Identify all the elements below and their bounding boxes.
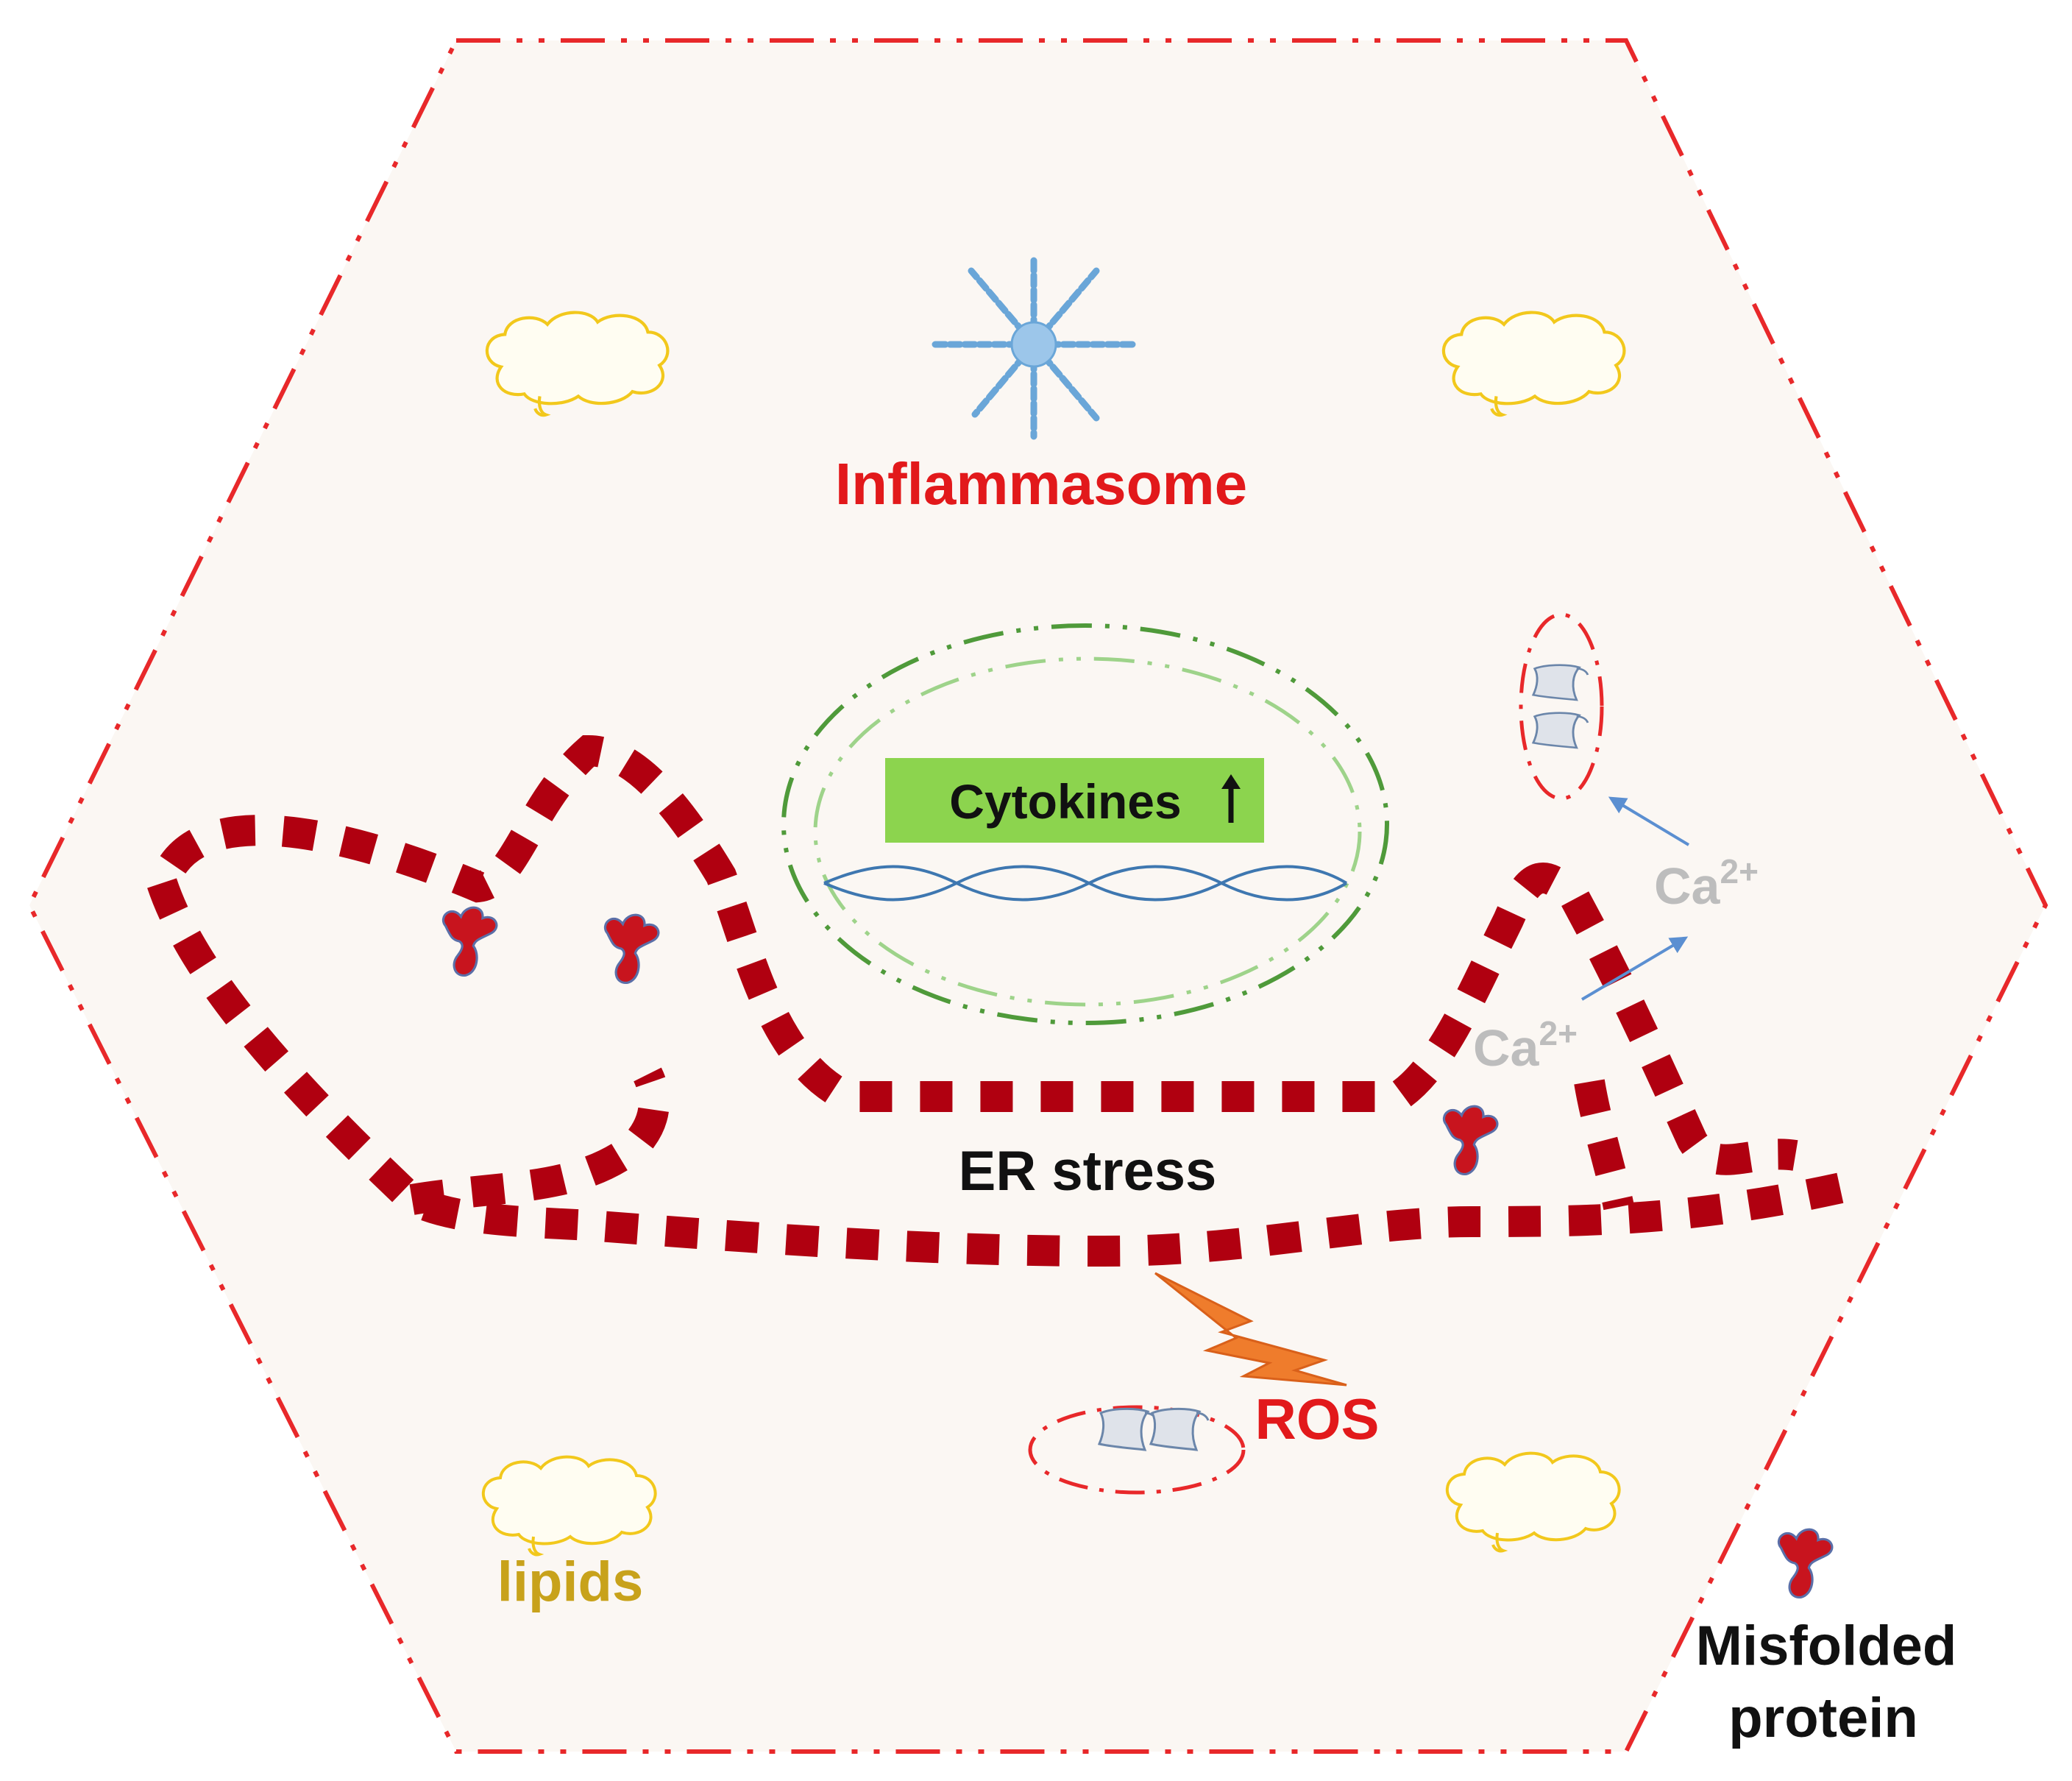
- nucleus-inner-membrane: [813, 656, 1362, 1007]
- inflammasome-star-icon: [927, 252, 1140, 440]
- calcium-arrow-lower: [1580, 936, 1689, 1001]
- up-arrow-icon: [1221, 774, 1241, 823]
- legend-label-line2: protein: [1728, 1687, 1918, 1749]
- cell-membrane: [26, 38, 2048, 1754]
- endoplasmic-reticulum: [147, 734, 1858, 1267]
- nucleus-outer-membrane: [781, 623, 1389, 1025]
- calcium-arrow-upper: [1608, 796, 1690, 846]
- mitochondrion-icon: [1519, 612, 1604, 801]
- calcium-lower-label: Ca2+: [1473, 1014, 1578, 1077]
- lipids-label: lipids: [497, 1551, 643, 1613]
- calcium-upper-label: Ca2+: [1654, 852, 1759, 915]
- dna-strand: [823, 865, 1348, 902]
- misfolded-protein-legend-icon: [1777, 1528, 1834, 1599]
- ros-label: ROS: [1255, 1387, 1379, 1451]
- er-stress-label: ER stress: [959, 1140, 1217, 1203]
- cytokines-box: [885, 758, 1264, 843]
- inflammasome-label: Inflammasome: [835, 451, 1247, 517]
- mitochondrion-icon: [1028, 1405, 1246, 1495]
- cytokines-label: Cytokines: [949, 774, 1181, 829]
- legend-label-line1: Misfolded: [1696, 1615, 1957, 1677]
- lightning-bolt-icon: [1154, 1272, 1347, 1387]
